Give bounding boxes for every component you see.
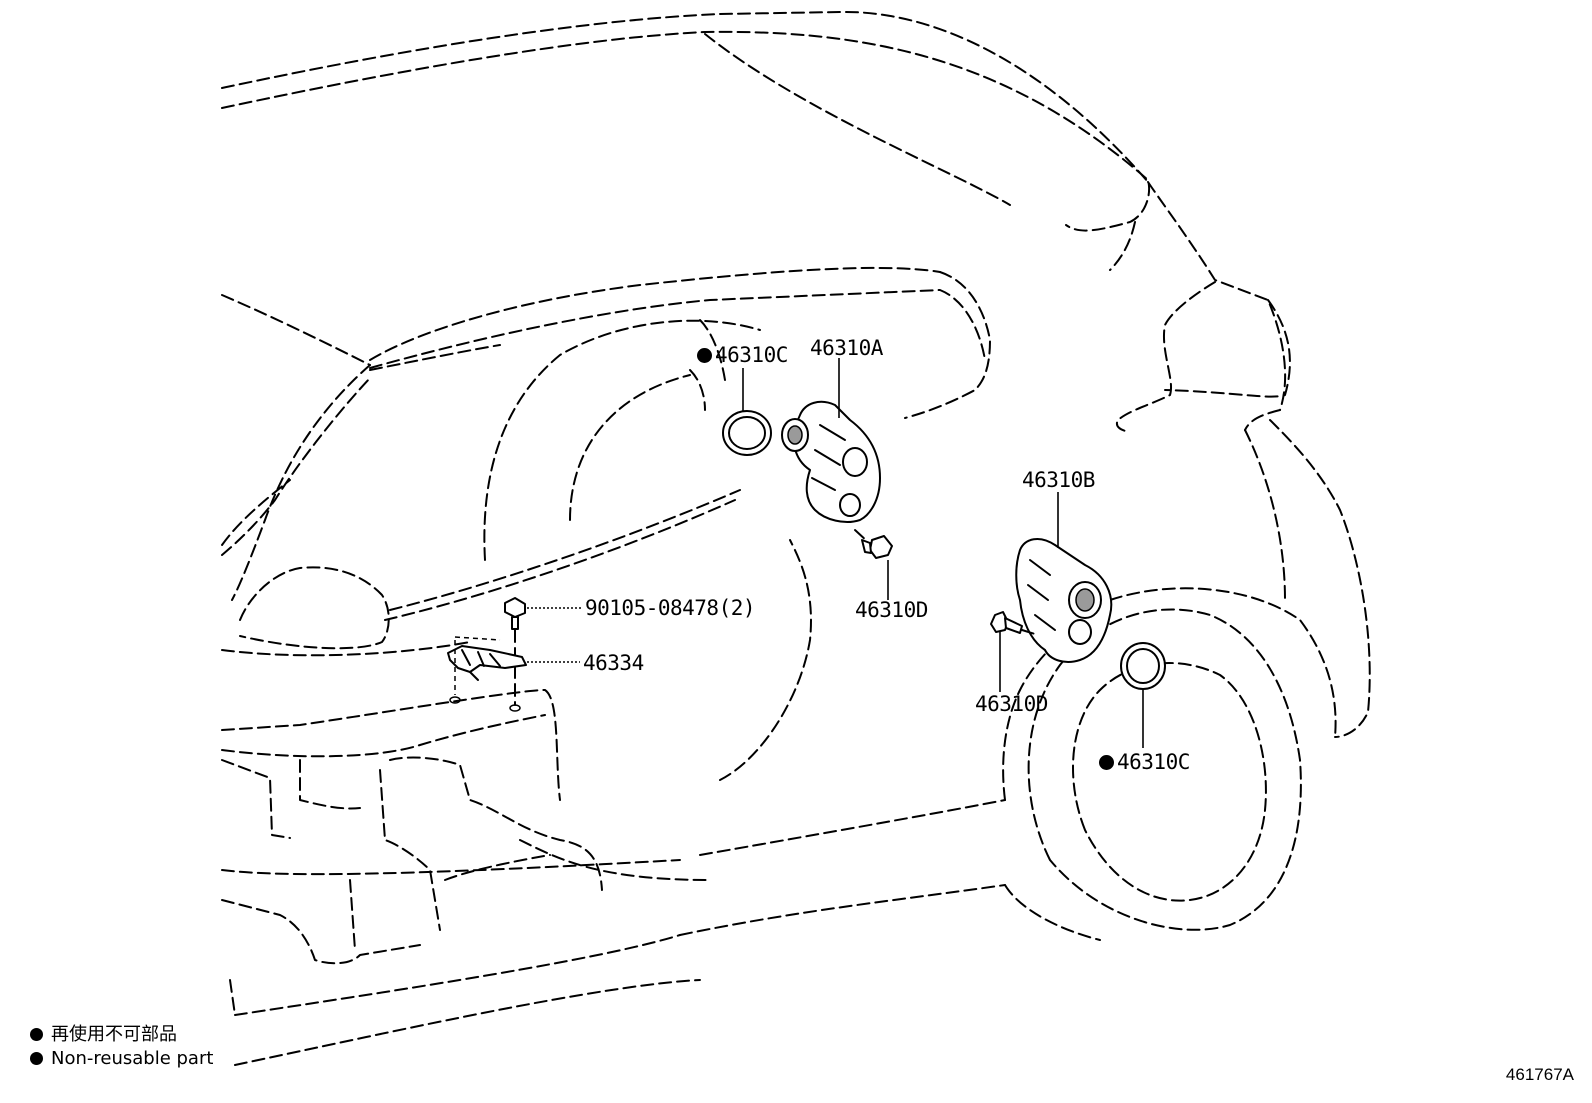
seal-ring-lower: [1120, 642, 1166, 690]
label-46310d-lower: 46310D: [975, 692, 1048, 716]
legend-jp: 再使用不可部品: [30, 1026, 177, 1044]
leader-lines: [527, 358, 1144, 748]
non-reusable-dot-icon: [1099, 755, 1114, 770]
label-46310c-upper: 46310C: [697, 345, 788, 366]
actuator-46310b: [1015, 538, 1113, 663]
car-body-outline: [221, 10, 1371, 1066]
seal-ring-upper: [722, 410, 772, 456]
legend-dot-icon: [30, 1028, 43, 1041]
figure-id: 461767A: [1505, 1065, 1574, 1084]
label-46310b: 46310B: [1022, 468, 1095, 492]
bolt-90105: [504, 597, 526, 706]
bolt-46310d-lower: [990, 611, 1036, 635]
legend-en: Non-reusable part: [30, 1050, 213, 1068]
label-46310c-lower: 46310C: [1099, 752, 1190, 773]
non-reusable-dot-icon: [697, 348, 712, 363]
bracket-46334: [447, 636, 527, 712]
bolt-46310d-upper: [854, 529, 893, 559]
actuator-46310a: [781, 400, 881, 523]
label-46310d-upper: 46310D: [855, 598, 928, 622]
legend-dot-icon: [30, 1052, 43, 1065]
label-46334: 46334: [583, 651, 644, 675]
label-90105-08478: 90105-08478(2): [585, 596, 756, 620]
label-46310a: 46310A: [810, 336, 883, 360]
